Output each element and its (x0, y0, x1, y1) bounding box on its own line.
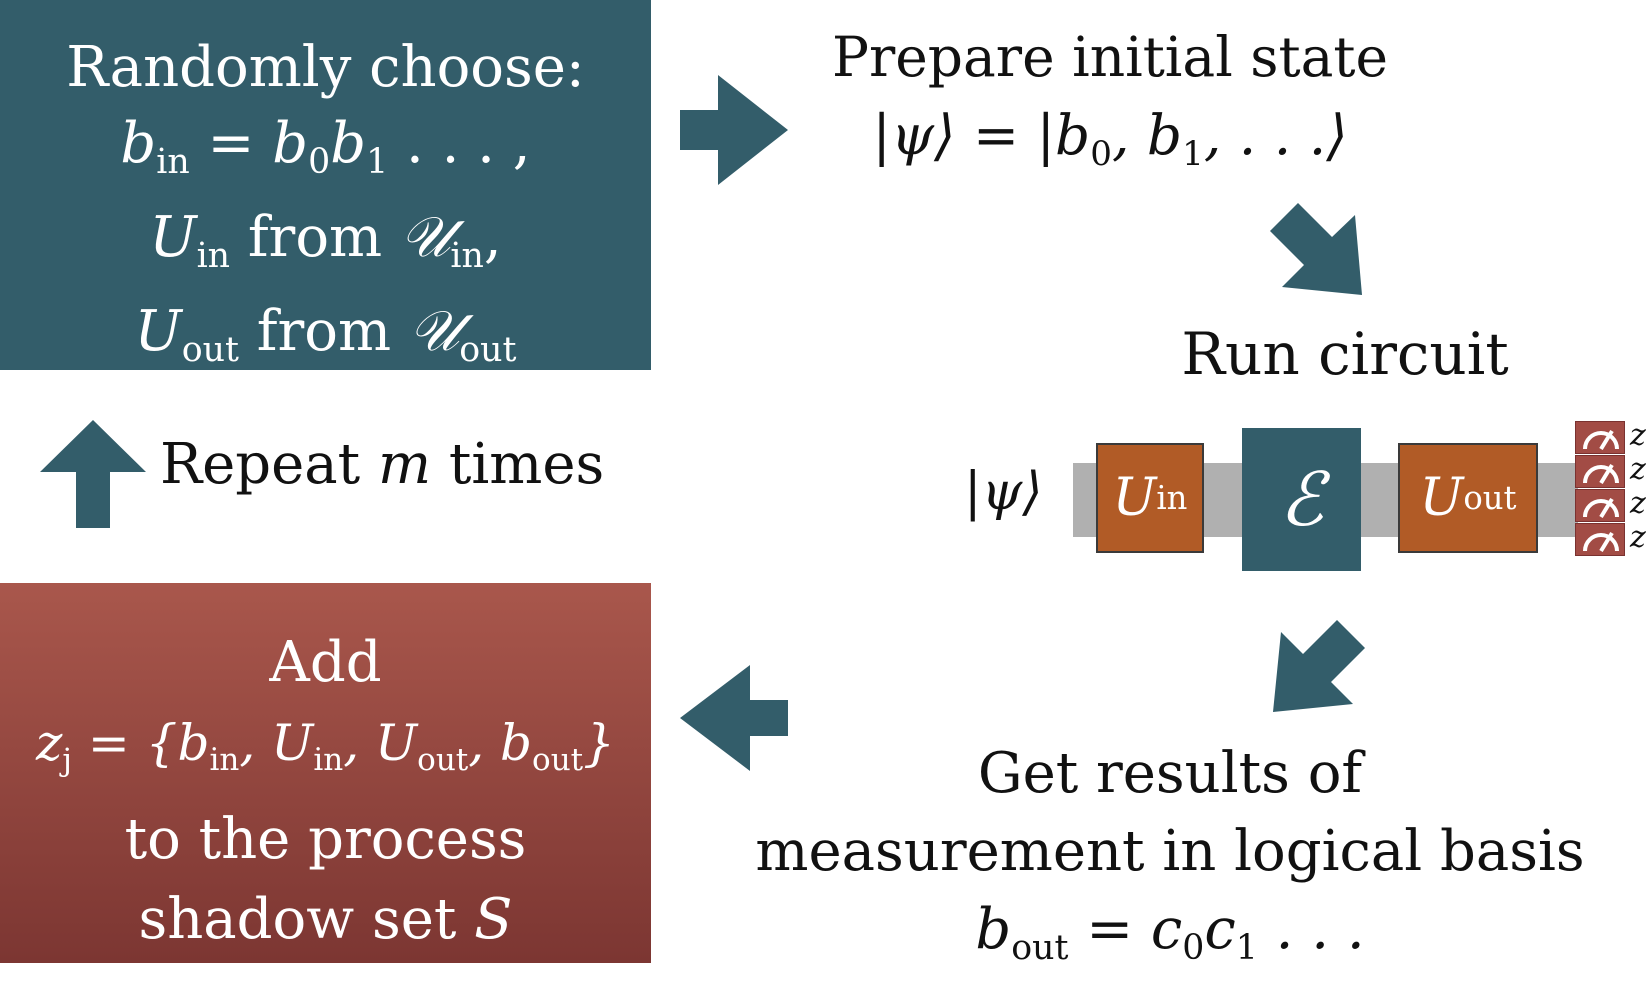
measurement-meter-icon (1575, 455, 1625, 488)
results-formula: bout = c0c1 . . . (975, 897, 1365, 969)
channel-gate: ℰ (1242, 428, 1361, 571)
measurement-meter-icon (1575, 523, 1625, 556)
add-to-shadow-set-box: Add zj = {bin, Uin, Uout, bout} to the p… (0, 583, 651, 963)
results-line-1: Get results of (977, 741, 1363, 806)
random-choice-box: Randomly choose: bin = b0b1 . . . , Uin … (0, 0, 651, 370)
circuit-input-state: |ψ⟩ (964, 462, 1043, 522)
random-choice-title: Randomly choose: (66, 35, 585, 100)
measurement-meter-icon (1575, 421, 1625, 454)
shadow-element-formula: zj = {bin, Uin, Uout, bout} (36, 714, 615, 778)
initial-state-formula: |ψ⟩ = |b0, b1, . . .⟩ (872, 103, 1348, 174)
u-in-definition: Uin from 𝒰in, (149, 205, 502, 277)
measurement-meter-icon (1575, 489, 1625, 522)
measurement-outcome-label: z (1630, 418, 1646, 453)
u-out-definition: Uout from 𝒰out (134, 299, 517, 371)
repeat-label: Repeat m times (160, 432, 605, 497)
results-text: Get results of measurement in logical ba… (740, 735, 1600, 987)
run-circuit-title: Run circuit (1181, 320, 1509, 388)
measurement-outcome-label: z (1630, 486, 1646, 521)
arrow-down-left-icon (1273, 620, 1365, 712)
results-line-2: measurement in logical basis (755, 819, 1585, 884)
measurement-outcome-label: z (1630, 520, 1646, 555)
b-in-definition: bin = b0b1 . . . , (120, 111, 531, 183)
prepare-state-text: Prepare initial state |ψ⟩ = |b0, b1, . .… (790, 18, 1430, 193)
add-line-4: shadow set S (138, 886, 513, 952)
arrow-right-icon (680, 75, 788, 185)
arrow-down-right-icon (1270, 203, 1362, 295)
arrow-left-icon (680, 665, 788, 771)
measurement-outcome-label: z (1630, 452, 1646, 487)
prepare-title: Prepare initial state (831, 25, 1389, 89)
arrow-up-icon (40, 420, 146, 528)
add-line-3: to the process (124, 806, 527, 872)
add-title: Add (269, 630, 382, 695)
